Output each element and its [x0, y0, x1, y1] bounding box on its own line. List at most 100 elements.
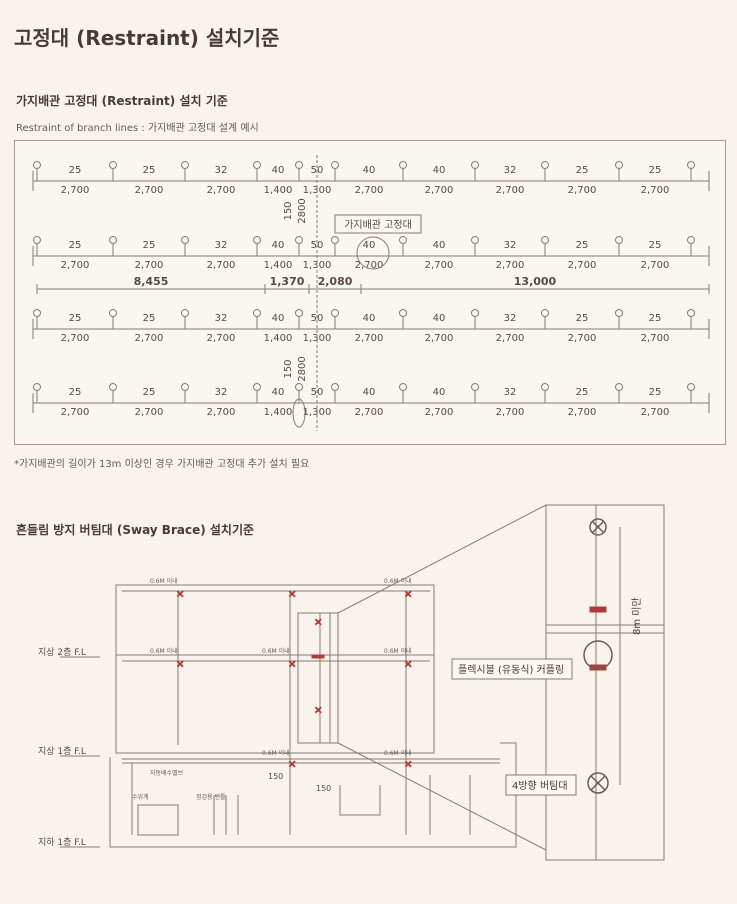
- section1-heading: 가지배관 고정대 (Restraint) 설치 기준: [16, 94, 228, 108]
- section1-subtitle: Restraint of branch lines : 가지배관 고정대 설계 …: [16, 123, 259, 134]
- dimension-label: 8,455: [134, 275, 169, 288]
- branch-lines-diagram-frame: 25 2,700 25 2,700 32 2,700 40 1,400 50 1,300 40 2,7…: [14, 140, 726, 445]
- pipe-length-label: 2,700: [496, 407, 525, 418]
- sprinkler-head-icon: [541, 383, 549, 391]
- coupling-callout: 플렉시블 (유동식) 커플링: [458, 664, 564, 676]
- pipe-length-label: 2,700: [568, 333, 597, 344]
- pipe-length-label: 1,400: [264, 333, 293, 344]
- pipe-length-label: 2,700: [355, 260, 384, 271]
- dimension-label: 13,000: [514, 275, 557, 288]
- four-way-brace-icon: [587, 772, 609, 794]
- pipe-length-label: 1,400: [264, 185, 293, 196]
- restraint-callout-box: [334, 214, 422, 234]
- riser-drain-icon: [292, 398, 306, 428]
- pipe-length-label: 2,700: [496, 185, 525, 196]
- sprinkler-head-icon: [331, 161, 339, 169]
- pipe-size-label: 25: [649, 313, 662, 324]
- vertical-dim-2800: 2800: [297, 356, 308, 381]
- sprinkler-head-icon: [181, 309, 189, 317]
- sprinkler-head-icon: [109, 161, 117, 169]
- section1-footnote: *가지배관의 길이가 13m 이상인 경우 가지배관 고정대 추가 설치 필요: [14, 459, 310, 470]
- pipe-length-label: 2,700: [425, 407, 454, 418]
- sprinkler-head-icon: [295, 236, 303, 244]
- pipe-size-label: 25: [649, 387, 662, 398]
- sway-brace-diagram: × × × × × × × × × × 지상 2층 F.L 지상 1층 F.L …: [38, 504, 665, 861]
- pipe-size-label: 25: [576, 313, 589, 324]
- pipe-length-label: 2,700: [641, 260, 670, 271]
- small-label: 정검용 밴틀: [196, 793, 226, 801]
- page-title: 고정대 (Restraint) 설치기준: [14, 26, 280, 50]
- pipe-size-label: 40: [363, 165, 376, 176]
- pipe-size-label: 25: [143, 240, 156, 251]
- sprinkler-head-icon: [295, 383, 303, 391]
- section2-heading: 흔들림 방지 버팀대 (Sway Brace) 설치기준: [16, 523, 255, 537]
- sprinkler-head-icon: [331, 309, 339, 317]
- sprinkler-head-icon: [295, 309, 303, 317]
- pipe-length-label: 2,700: [207, 185, 236, 196]
- sprinkler-head-icon: [687, 383, 695, 391]
- sprinkler-head-icon: [399, 161, 407, 169]
- sprinkler-head-icon: [471, 161, 479, 169]
- sprinkler-head-icon: [253, 161, 261, 169]
- pipe-size-label: 25: [143, 165, 156, 176]
- sprinkler-head-icon: [253, 309, 261, 317]
- pipe-size-label: 25: [69, 313, 82, 324]
- pipe-size-label: 25: [649, 240, 662, 251]
- floor-label: 지하 1층 F.L: [38, 837, 86, 848]
- pipe-size-label: 32: [215, 387, 228, 398]
- spacing-label: 0.6M 이내: [384, 749, 412, 757]
- brace-mark: ×: [176, 589, 184, 600]
- pipe-size-label: 25: [69, 387, 82, 398]
- sprinkler-head-icon: [541, 236, 549, 244]
- pipe-length-label: 2,700: [496, 333, 525, 344]
- pipe-length-label: 2,700: [61, 185, 90, 196]
- restraint-callout-label: 가지배관 고정대: [344, 219, 412, 231]
- sprinkler-head-icon: [295, 161, 303, 169]
- vertical-dim-2800: 2800: [297, 198, 308, 223]
- brace-mark: ×: [404, 589, 412, 600]
- brace-mark: ×: [404, 759, 412, 770]
- sprinkler-head-icon: [109, 383, 117, 391]
- sprinkler-head-icon: [33, 161, 41, 169]
- small-label: 수위계: [132, 793, 149, 801]
- pipe-length-label: 2,700: [135, 333, 164, 344]
- sprinkler-head-icon: [181, 236, 189, 244]
- pipe-size-label: 40: [433, 240, 446, 251]
- basement-outline: [109, 742, 517, 848]
- pipe-size-label: 40: [272, 313, 285, 324]
- sprinkler-head-icon: [399, 383, 407, 391]
- sprinkler-head-icon: [687, 309, 695, 317]
- pipe-size-label: 32: [504, 313, 517, 324]
- dim-150: 150: [268, 772, 283, 781]
- pipe-size-label: 32: [504, 165, 517, 176]
- pipe-size-label: 50: [311, 313, 324, 324]
- pipe-length-label: 1,400: [264, 407, 293, 418]
- pipe-length-label: 2,700: [568, 260, 597, 271]
- sprinkler-head-icon: [399, 236, 407, 244]
- riser-shaft: [297, 612, 339, 744]
- sprinkler-head-icon: [33, 383, 41, 391]
- sprinkler-head-icon: [33, 236, 41, 244]
- pipe-length-label: 2,700: [135, 260, 164, 271]
- sprinkler-head-icon: [471, 383, 479, 391]
- pipe-length-label: 2,700: [207, 260, 236, 271]
- pipe-size-label: 32: [215, 165, 228, 176]
- pipe-size-label: 40: [363, 240, 376, 251]
- spacing-label: 0.6M 이내: [262, 749, 290, 757]
- pipe-size-label: 40: [272, 165, 285, 176]
- pipe-length-label: 2,700: [207, 333, 236, 344]
- sprinkler-head-icon: [253, 383, 261, 391]
- pipe-length-label: 2,700: [135, 407, 164, 418]
- pipe-length-label: 1,300: [303, 333, 332, 344]
- sprinkler-head-icon: [615, 236, 623, 244]
- zoom-detail-box: [545, 504, 665, 861]
- dimension-label: 1,370: [270, 275, 305, 288]
- pipe-size-label: 25: [143, 313, 156, 324]
- sprinkler-head-icon: [331, 383, 339, 391]
- branch-lines-diagram: 25 2,700 25 2,700 32 2,700 40 1,400 50 1,300 40 2,7…: [32, 155, 710, 431]
- pipe-length-label: 2,700: [61, 260, 90, 271]
- small-label: 자동배수밸브: [150, 769, 184, 777]
- coupling-mark: [311, 654, 325, 659]
- pipe-length-label: 2,700: [496, 260, 525, 271]
- sprinkler-head-icon: [471, 236, 479, 244]
